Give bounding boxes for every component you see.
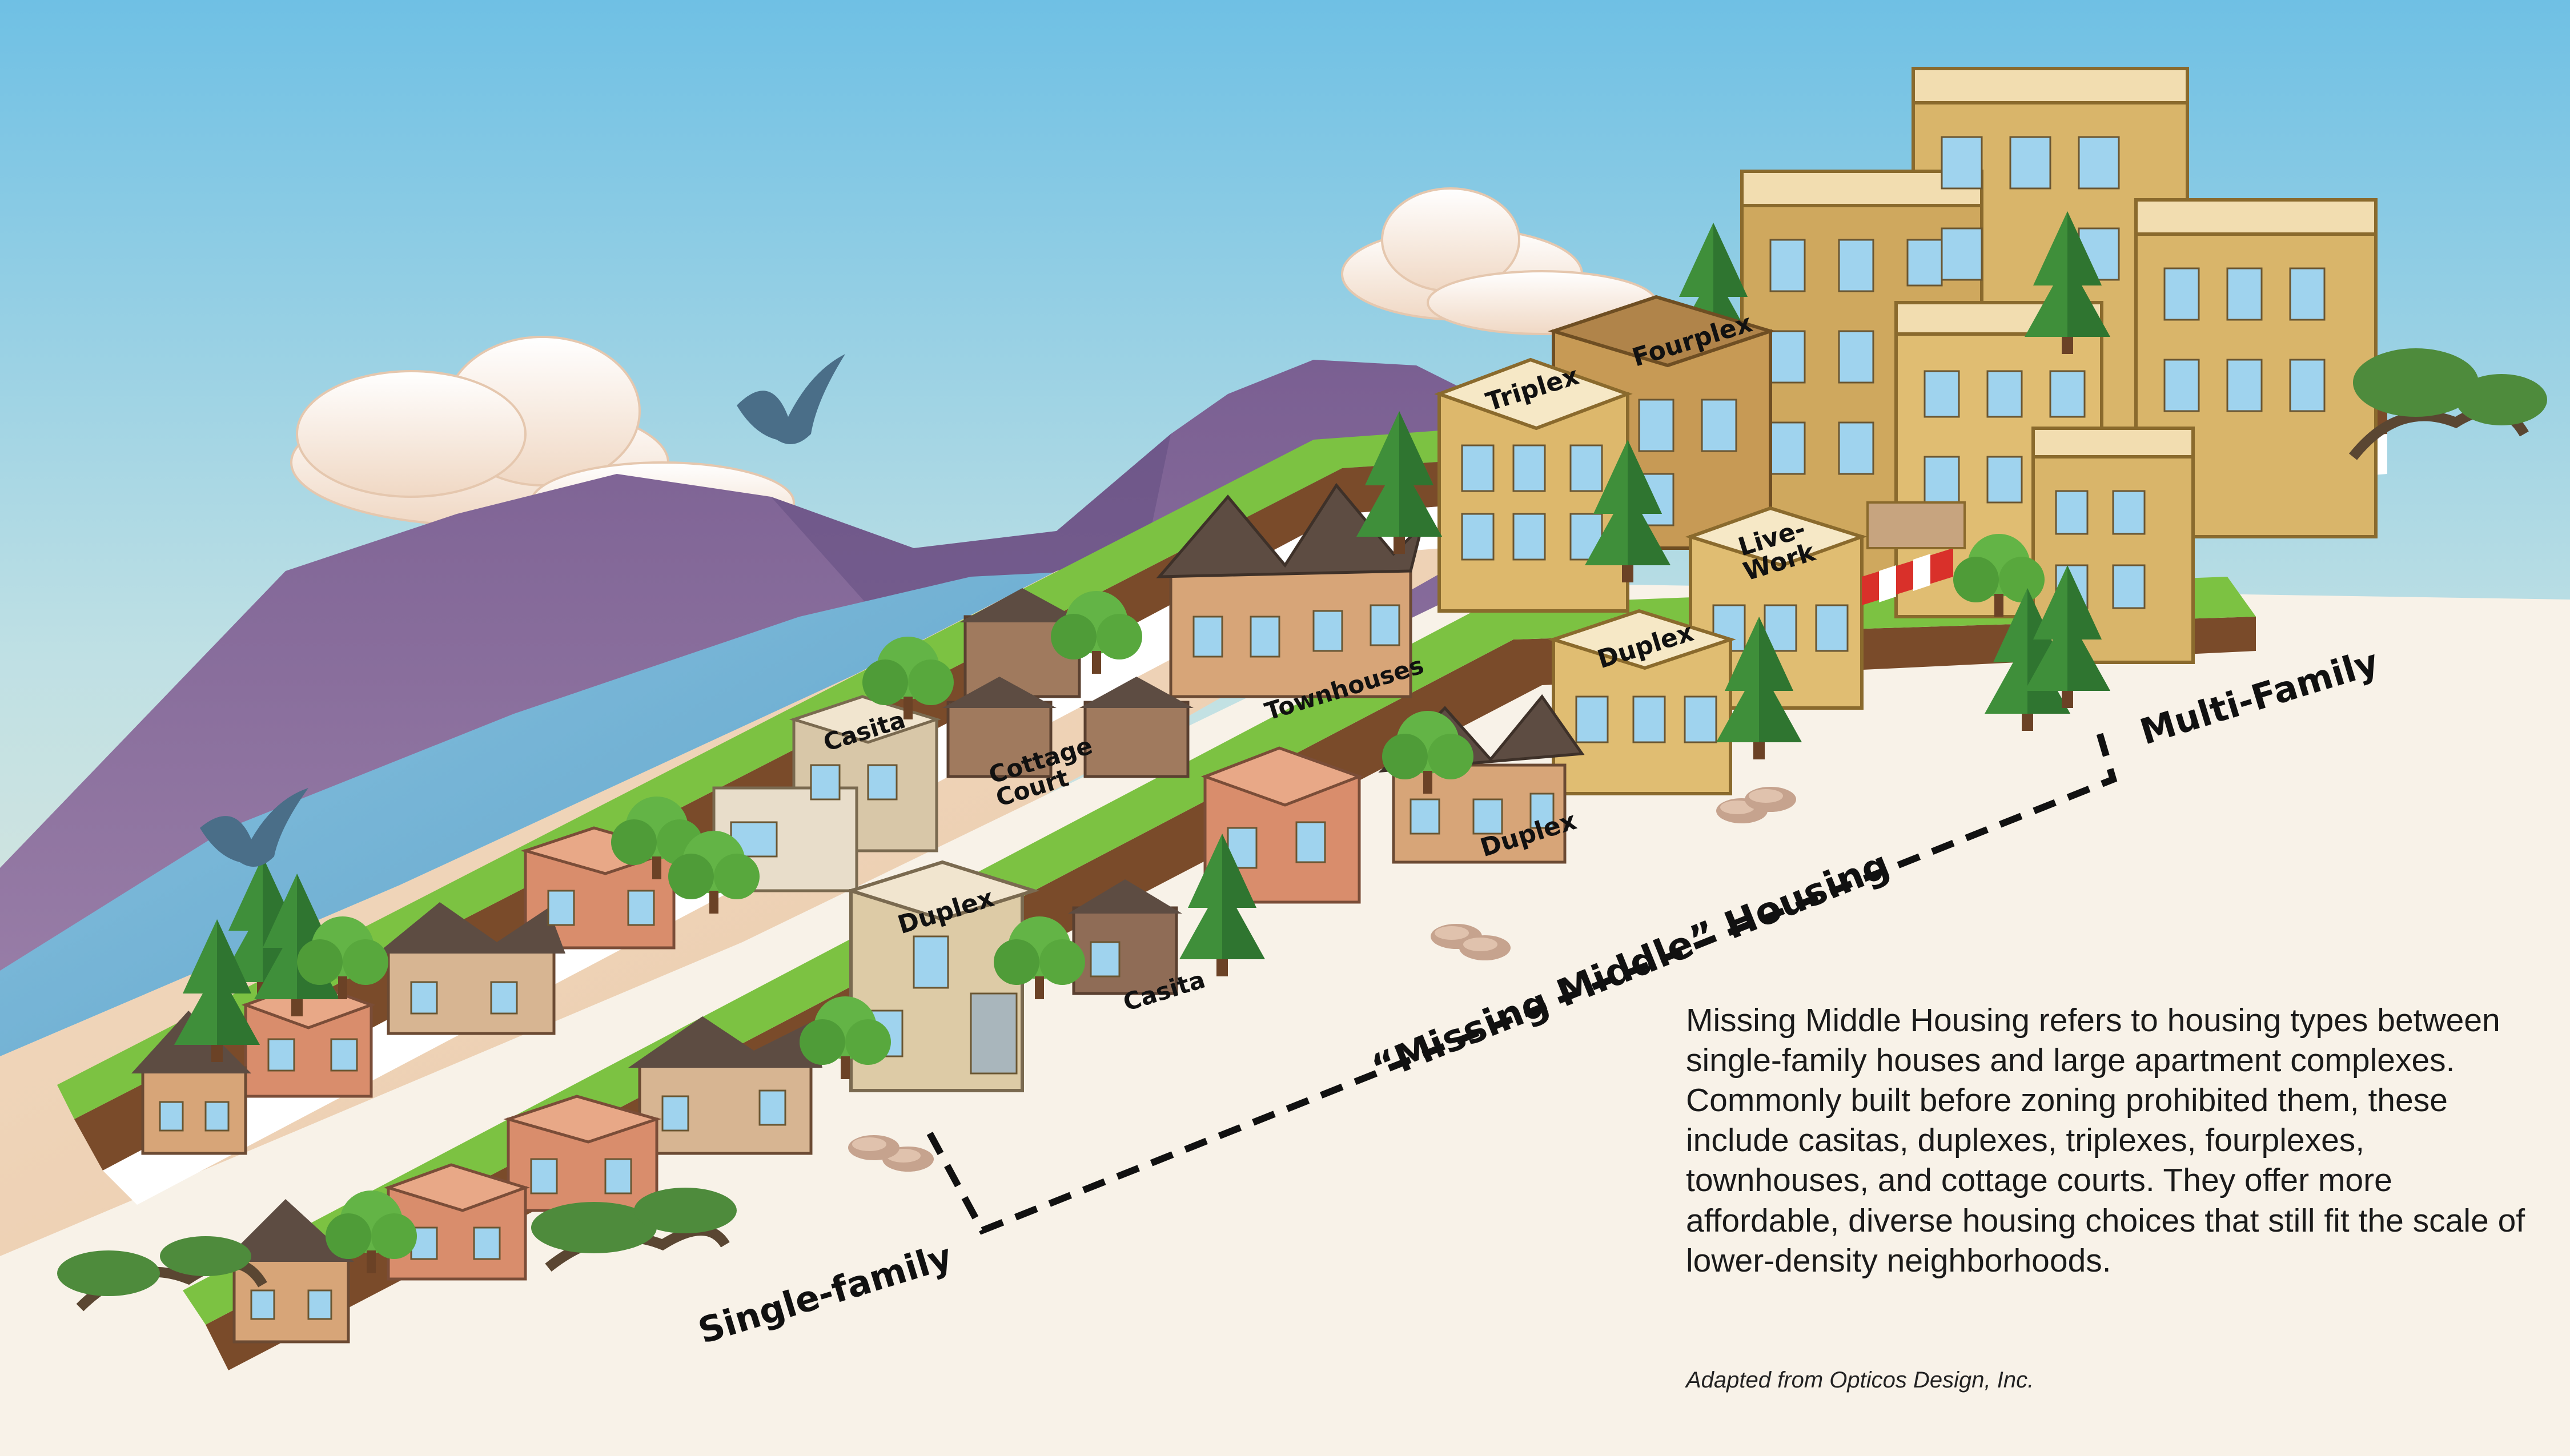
credit-text: Adapted from Opticos Design, Inc. — [1686, 1367, 2034, 1393]
duplex-stacked-building — [1548, 609, 1736, 795]
description-text: Missing Middle Housing refers to housing… — [1686, 1002, 2525, 1279]
triplex-building — [1434, 357, 1633, 613]
category-dashed-line — [926, 730, 2118, 1235]
duplex-right-building — [1378, 694, 1585, 864]
bird-lower — [200, 788, 308, 867]
townhouses-building — [1156, 482, 1425, 698]
juniper-trees — [57, 348, 2547, 1312]
bird-upper — [737, 354, 845, 444]
cloud-center — [1341, 187, 1657, 335]
lower-row-houses — [223, 1016, 822, 1344]
